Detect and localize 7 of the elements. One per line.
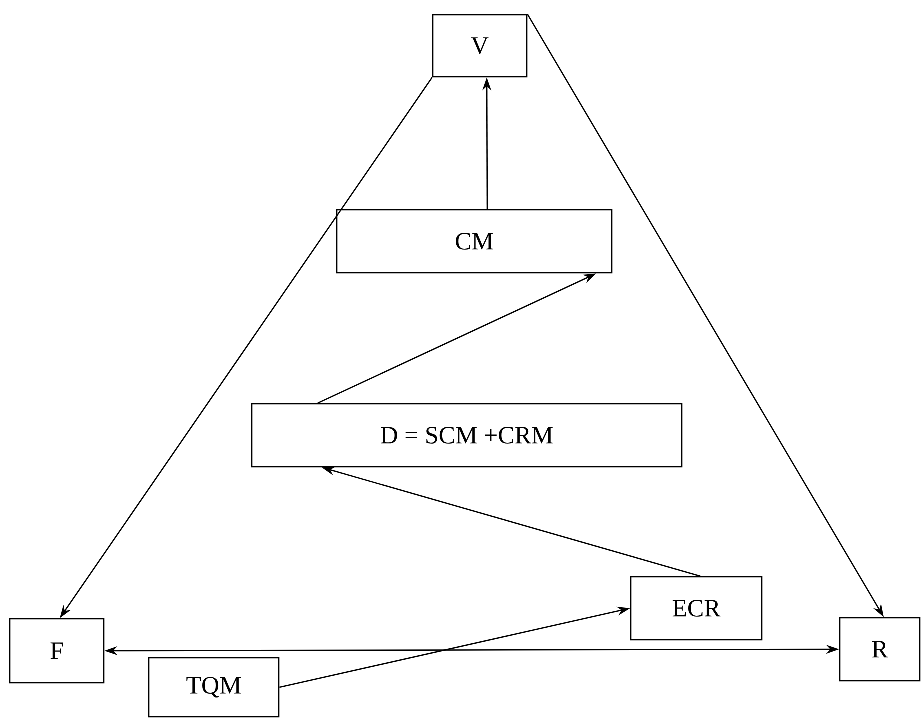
process-box: D = SCM +CRM	[251, 403, 683, 468]
process-box: CM	[336, 209, 613, 274]
process-box: F	[9, 618, 105, 684]
process-box: TQM	[148, 657, 280, 718]
process-box: ECR	[630, 576, 763, 641]
process-box: V	[432, 14, 528, 78]
process-box: R	[839, 617, 921, 682]
